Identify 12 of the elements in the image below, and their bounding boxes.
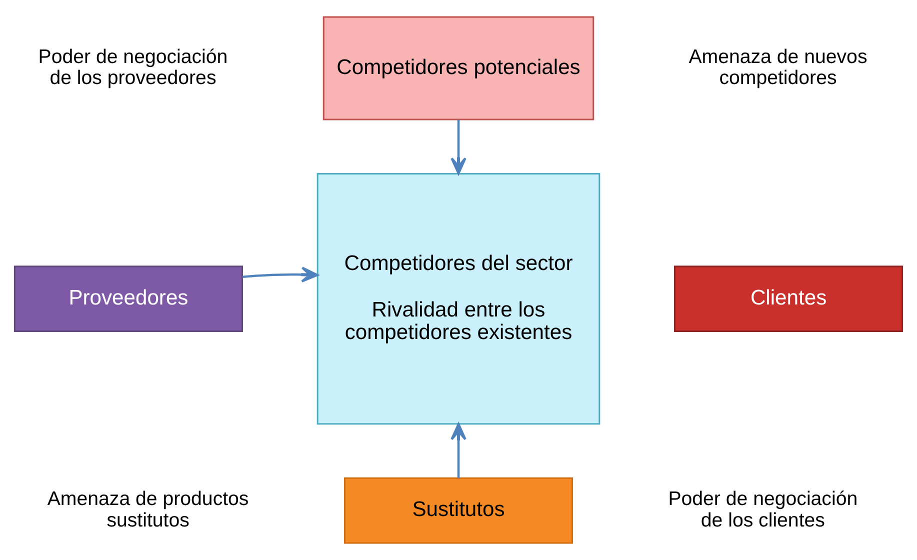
node-box: Sustitutos [344, 477, 574, 544]
node-box: Competidores del sector Rivalidad entre los competidores existentes [316, 173, 600, 425]
arrow [242, 266, 318, 283]
node-box: Proveedores [14, 266, 243, 332]
label: Amenaza de nuevos competidores [688, 46, 868, 89]
label: Amenaza de productos sustitutos [47, 488, 249, 532]
node-box: Clientes [674, 266, 904, 332]
label: Poder de negociación de los clientes [668, 488, 858, 532]
arrow [450, 120, 466, 175]
node-box: Competidores potenciales [322, 16, 594, 120]
label: Poder de negociación de los proveedores [38, 46, 228, 89]
arrow [450, 423, 466, 478]
